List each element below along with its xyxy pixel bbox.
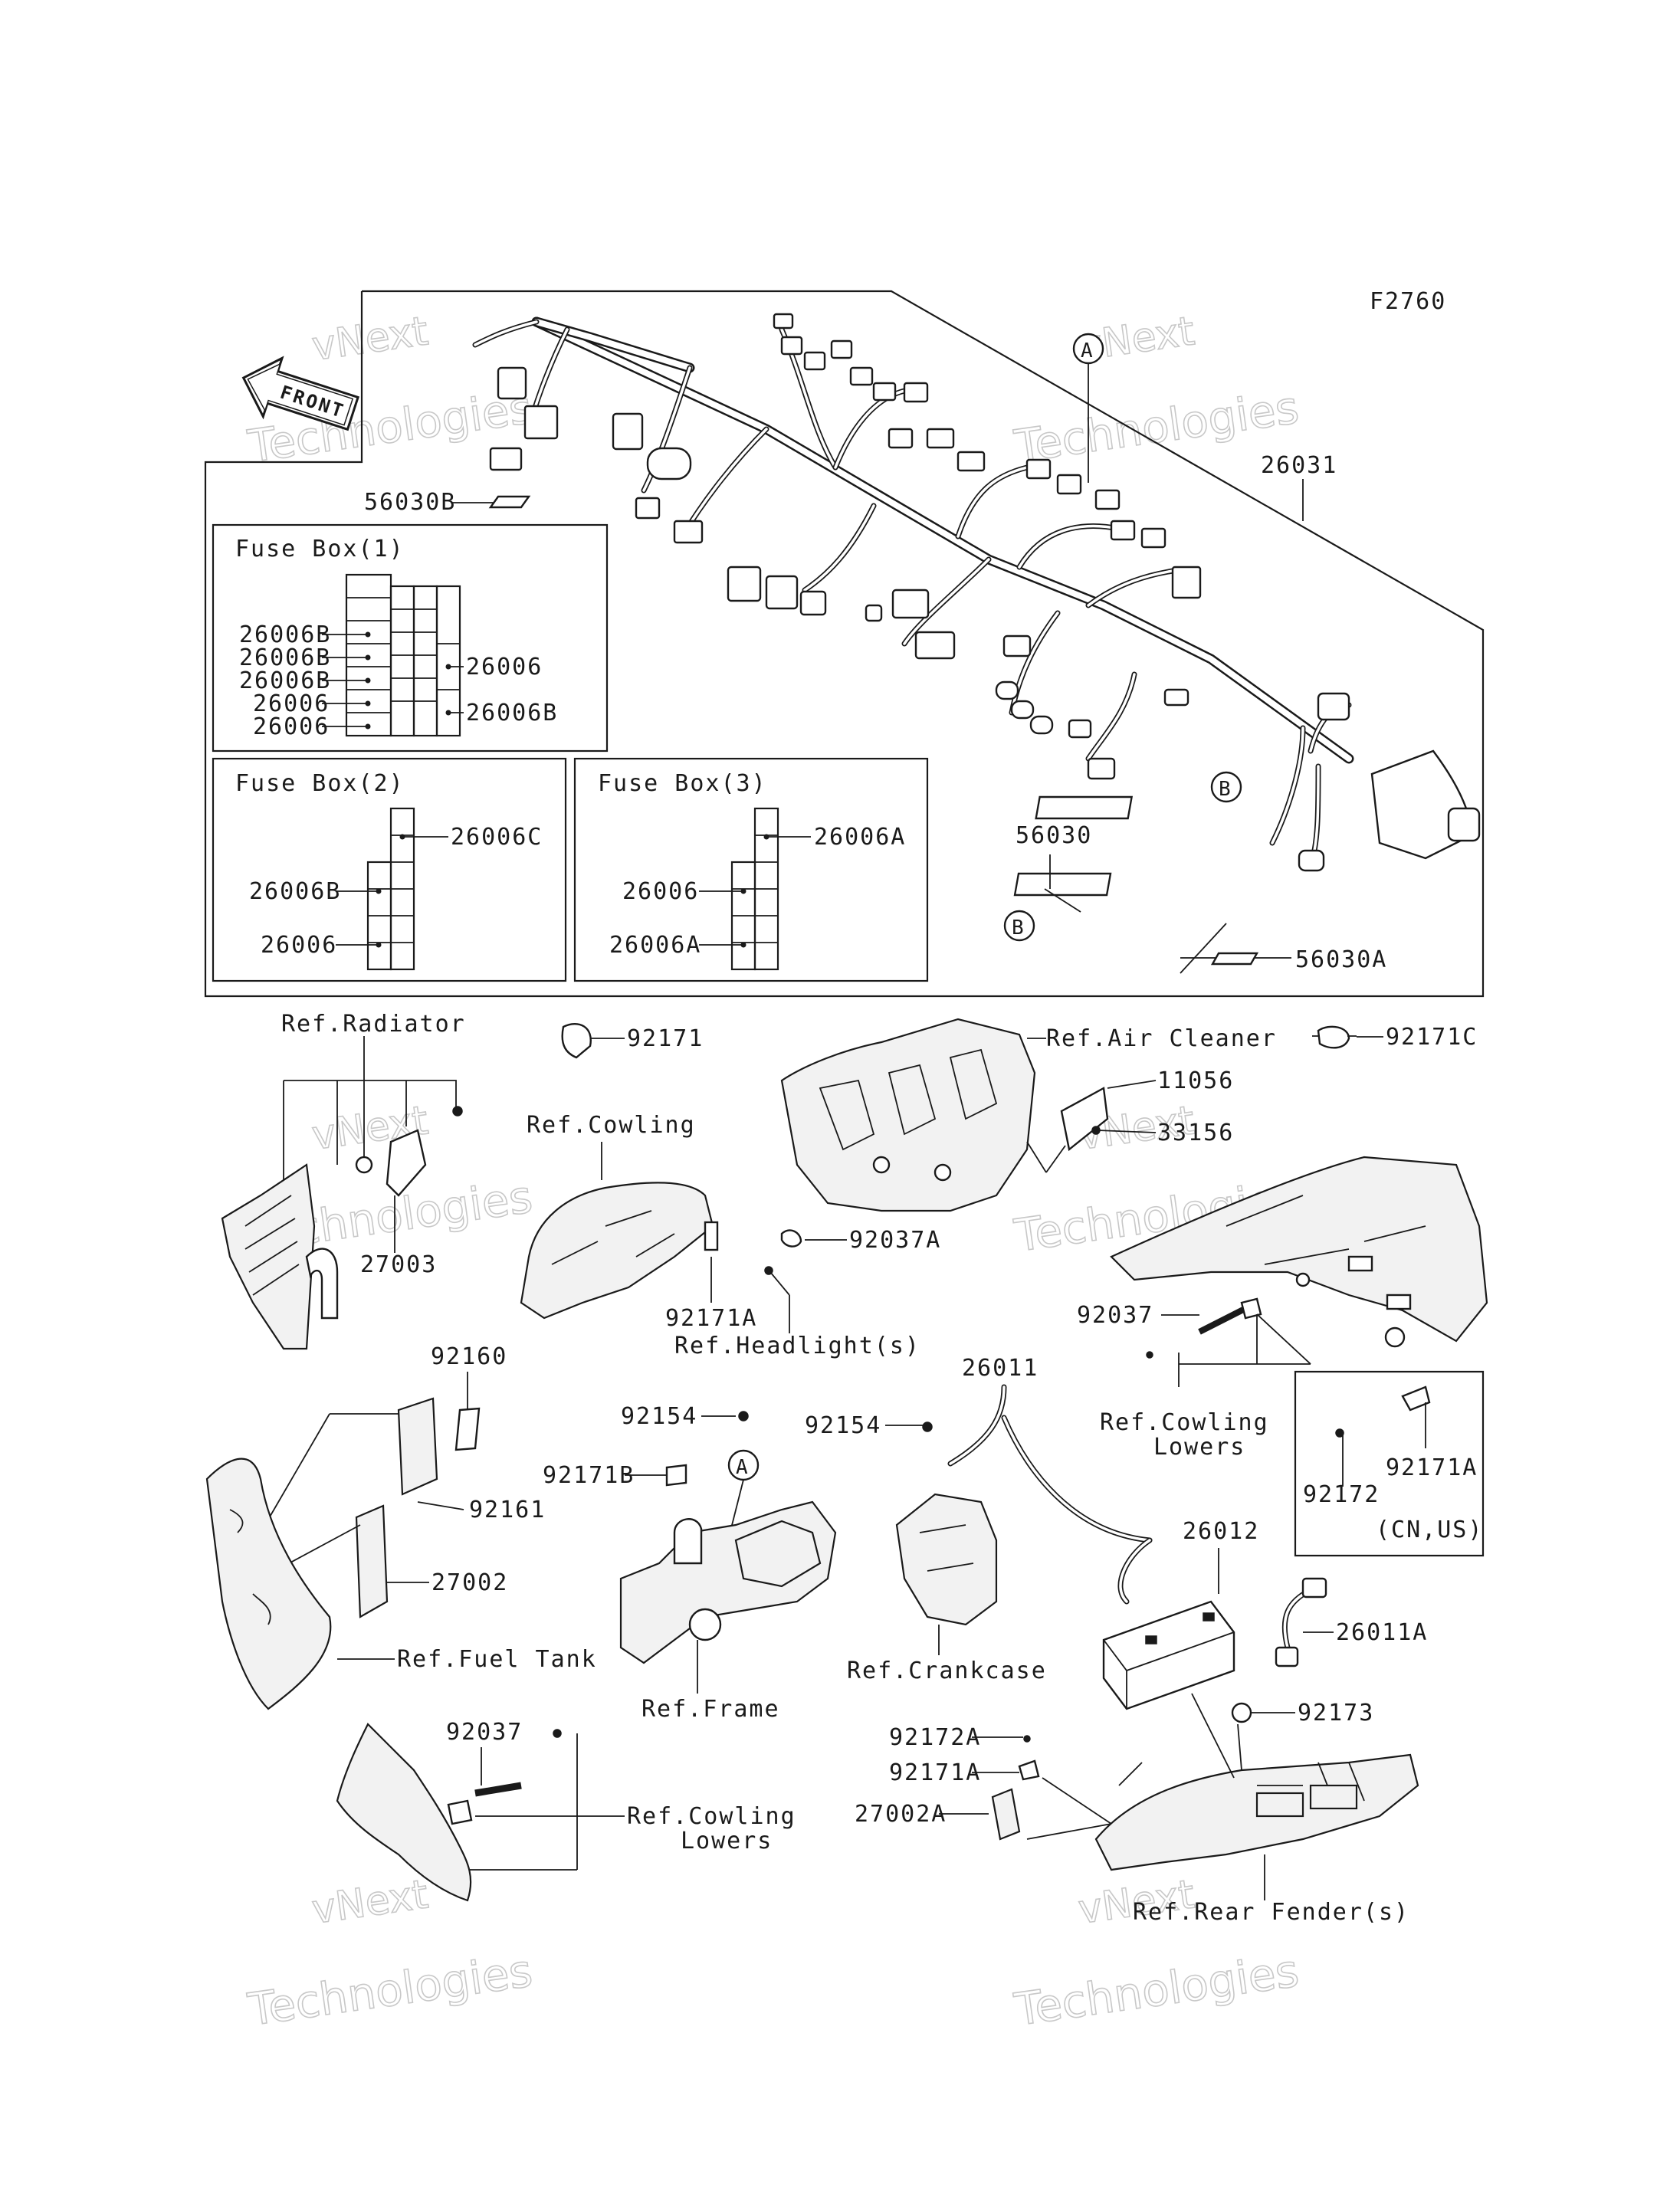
part-label-27003: 27003: [360, 1251, 437, 1278]
clamp-92171: 92171: [561, 1023, 704, 1059]
screw-92037a: 92037A: [780, 1227, 941, 1254]
radiator-area: Ref.Radiator 27003: [221, 1011, 466, 1350]
watermark-2: vNext Technologies: [1010, 308, 1302, 474]
part-label-92171b: 92171B: [543, 1462, 635, 1489]
part-label-92161: 92161: [469, 1497, 546, 1523]
part-label-92160: 92160: [431, 1343, 507, 1370]
part-label-92172a: 92172A: [889, 1724, 981, 1751]
assembly-outline: [204, 290, 1485, 998]
callout-b-top: B: [1210, 771, 1242, 803]
fuse-box-2-title: Fuse Box(2): [235, 770, 405, 797]
fuse-label: 26006B: [239, 621, 331, 648]
part-label-92037a: 92037A: [849, 1227, 941, 1254]
fuse-label: 26006: [466, 654, 543, 680]
fuse-box-2-panel: Fuse Box(2) 26006C 26006B 26006: [212, 757, 567, 982]
crankcase-cable-area: 92154 26011 Ref.Crankcase: [805, 1355, 1153, 1684]
fuse-label: 26006A: [609, 932, 701, 959]
fuse-label: 26006C: [451, 824, 543, 851]
watermark-text: Technologies: [1011, 381, 1301, 472]
part-label-27002: 27002: [431, 1569, 508, 1596]
part-label-26011: 26011: [962, 1355, 1039, 1382]
part-label-56030: 56030: [1016, 822, 1092, 849]
ref-frame: Ref.Frame: [641, 1696, 780, 1723]
part-label-33156: 33156: [1157, 1120, 1234, 1146]
part-label-92171a: 92171A: [889, 1759, 981, 1786]
ref-rear-fender: Ref.Rear Fender(s): [1133, 1899, 1409, 1926]
callout-letter: A: [1081, 339, 1093, 362]
wiring-harness-26031: [472, 316, 1354, 869]
part-label-92171a: 92171A: [665, 1305, 757, 1332]
fuse-label: 26006: [261, 932, 337, 959]
region-note: (CN,US): [1376, 1517, 1483, 1543]
cowling-lower-left: 92037 Ref.Cowling Lowers: [336, 1719, 796, 1902]
part-label-92037: 92037: [446, 1719, 523, 1746]
ref-radiator: Ref.Radiator: [281, 1011, 466, 1038]
rear-fender-area: 92172A 92171A 27002A Ref.Rear Fender(s): [855, 1693, 1419, 1926]
watermark-text: Technologies: [1011, 1944, 1301, 2035]
ref-cowling-lowers-1b: Lowers: [1153, 1434, 1245, 1461]
part-label-56030a: 56030A: [1295, 946, 1387, 973]
part-label-92171: 92171: [627, 1025, 704, 1052]
watermark-text: vNext: [309, 1871, 431, 1933]
frame-ignition-area: 92154 92171B A Ref.Frame: [543, 1403, 837, 1723]
ref-cowling: Ref.Cowling: [527, 1112, 696, 1139]
part-label-92172: 92172: [1303, 1481, 1380, 1508]
harness-connectors: [489, 313, 1481, 897]
fuse-label: 26006B: [239, 644, 331, 671]
main-harness-frame: [204, 290, 1485, 998]
part-label-92037: 92037: [1077, 1302, 1153, 1329]
callout-letter: A: [736, 1456, 748, 1479]
fuse-box-3-title: Fuse Box(3): [598, 770, 767, 797]
part-label-92171a: 92171A: [1386, 1454, 1478, 1481]
fuse-label: 26006: [622, 878, 699, 905]
ref-cowling-lowers-2b: Lowers: [681, 1828, 773, 1854]
part-label-92173: 92173: [1298, 1700, 1374, 1726]
part-label-56030b: 56030B: [364, 489, 456, 516]
part-label-27002a: 27002A: [855, 1801, 947, 1828]
part-label-92154: 92154: [805, 1412, 881, 1439]
watermark-6: vNext Technologies: [1010, 1871, 1302, 2037]
clamp-92171c: 92171C: [1312, 1024, 1478, 1051]
part-label-26012: 26012: [1183, 1518, 1259, 1545]
callout-letter: B: [1012, 917, 1024, 939]
battery-26012: 26012 26011A 92173: [1102, 1518, 1428, 1726]
part-label-11056: 11056: [1157, 1067, 1234, 1094]
callout-letter: B: [1219, 778, 1231, 801]
ref-cowling-lowers-1: Ref.Cowling: [1100, 1409, 1269, 1436]
callout-b-bottom: B: [1003, 888, 1081, 942]
fuse-label: 26006B: [249, 878, 341, 905]
cowling-lower-right: 92037 Ref.Cowling Lowers: [1077, 1156, 1488, 1461]
callout-a-top: A: [1072, 333, 1104, 483]
ref-fuel-tank: Ref.Fuel Tank: [397, 1646, 597, 1673]
figure-code: F2760: [1370, 288, 1446, 315]
fuse-box-1-panel: Fuse Box(1) 26006B: [212, 523, 609, 753]
watermark-5: vNext Technologies: [244, 1871, 536, 2037]
region-cn-us-box: 92171A 92172 (CN,US): [1294, 1370, 1485, 1557]
ref-crankcase: Ref.Crankcase: [847, 1658, 1047, 1684]
watermark-text: vNext: [309, 308, 431, 370]
ref-cowling-lowers-2: Ref.Cowling: [627, 1803, 796, 1830]
watermark-text: Technologies: [244, 1944, 535, 2035]
fuse-label: 26006: [253, 690, 330, 717]
fuse-label: 26006A: [814, 824, 906, 851]
fuse-box-3-panel: Fuse Box(3) 26006A 26006 26006A: [573, 757, 929, 982]
part-label-26031: 26031: [1261, 452, 1337, 479]
part-label-26011a: 26011A: [1336, 1619, 1428, 1646]
ref-headlight: Ref.Headlight(s): [674, 1333, 920, 1359]
ref-air-cleaner: Ref.Air Cleaner: [1046, 1025, 1277, 1052]
fuse-box-1-title: Fuse Box(1): [235, 536, 405, 562]
part-label-92171c: 92171C: [1386, 1024, 1478, 1051]
fuse-label: 26006: [253, 713, 330, 740]
fuse-label: 26006B: [239, 667, 331, 694]
fuel-tank-area: 92160 92161 27002 Ref.Fuel Tank: [205, 1343, 597, 1710]
air-cleaner-housing: Ref.Air Cleaner 11056 33156: [780, 1018, 1277, 1212]
fuse-label: 26006B: [466, 700, 558, 726]
part-label-92154: 92154: [621, 1403, 697, 1430]
cowling-bracket: Ref.Cowling 92171A Ref.Headlight(s): [520, 1112, 920, 1359]
